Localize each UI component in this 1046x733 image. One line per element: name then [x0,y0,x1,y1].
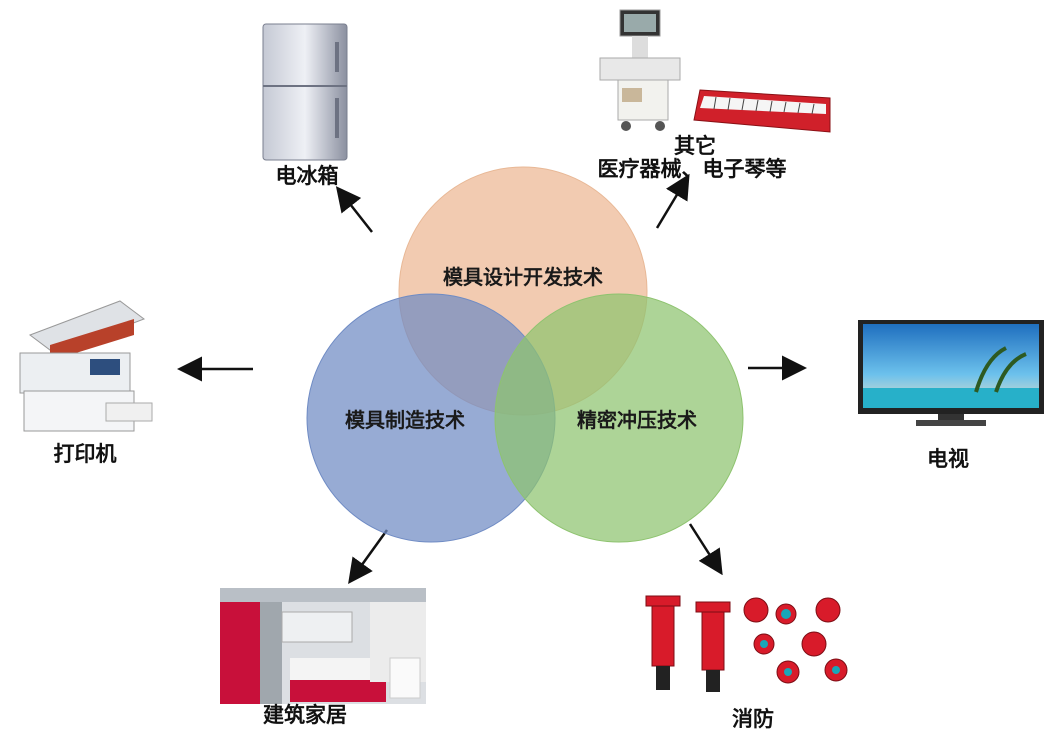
circle-precision-stamping [494,293,744,543]
label-home: 建筑家居 [263,702,347,727]
arrow-to-fridge [335,186,373,233]
label-other-title: 其它 [674,133,716,158]
arrow-to-fire [688,523,723,576]
television-icon [858,320,1044,426]
label-fridge: 电冰箱 [275,163,339,188]
label-other-examples: 医疗器械、电子琴等 [597,156,787,181]
arrow-to-other [655,173,690,229]
arrow-to-home [348,529,389,585]
label-tv: 电视 [927,446,969,471]
fire-hydrant-icon [645,595,848,692]
label-fire: 消防 [732,706,774,731]
label-precision-stamping: 精密冲压技术 [577,408,697,432]
printer-icon [19,300,153,432]
electronic-keyboard-icon [693,89,831,133]
refrigerator-icon [262,23,348,161]
label-printer: 打印机 [53,441,117,466]
kitchen-icon [220,588,426,704]
ultrasound-machine-icon [599,9,681,131]
label-mold-design: 模具设计开发技术 [443,265,603,289]
label-mold-manufacturing: 模具制造技术 [345,408,465,432]
